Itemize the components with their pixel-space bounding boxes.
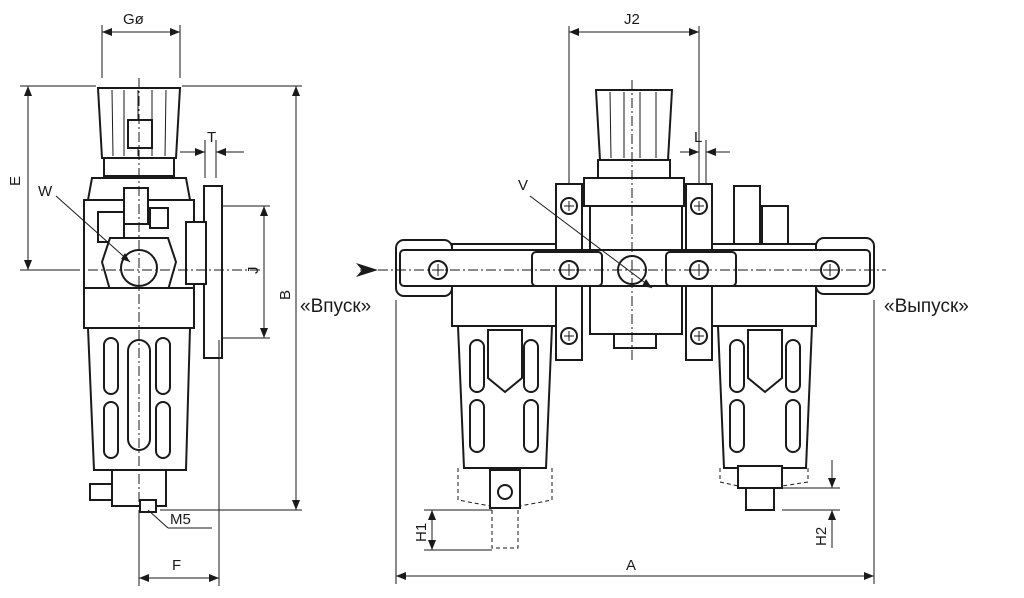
label-h2: H2 xyxy=(813,527,830,546)
label-h1: H1 xyxy=(413,523,430,542)
label-w: W xyxy=(38,183,53,200)
front-view xyxy=(356,80,886,549)
label-b: B xyxy=(277,290,294,300)
label-outlet: «Выпуск» xyxy=(884,296,969,317)
label-f: F xyxy=(172,557,181,574)
side-view xyxy=(70,78,260,520)
labels: Gø T E W J B M5 F J2 L V H1 H2 A «Впуск»… xyxy=(7,11,969,574)
label-v: V xyxy=(518,177,528,194)
side-view-dimensions xyxy=(20,25,302,586)
label-g-phi: Gø xyxy=(123,11,144,28)
label-j2: J2 xyxy=(624,11,640,28)
label-a: A xyxy=(626,557,636,574)
label-l: L xyxy=(694,129,702,146)
label-t: T xyxy=(207,129,216,146)
label-inlet: «Впуск» xyxy=(300,296,371,317)
label-e: E xyxy=(7,176,24,186)
front-view-dimensions xyxy=(395,26,875,584)
label-m5: M5 xyxy=(170,511,191,528)
label-j: J xyxy=(245,267,262,275)
